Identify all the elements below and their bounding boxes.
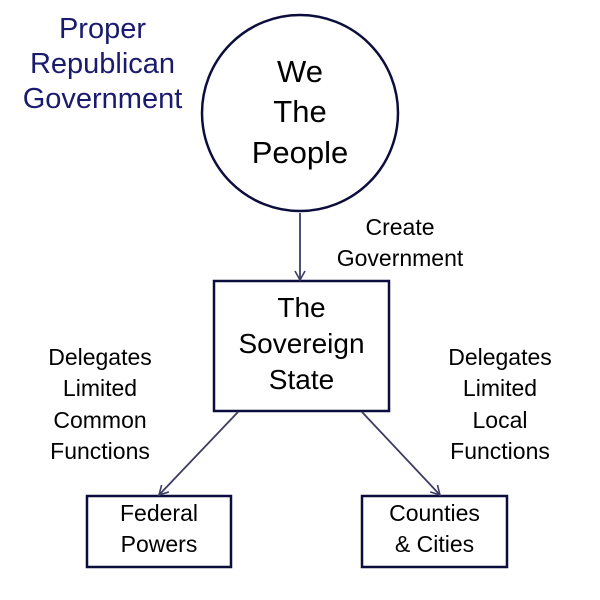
people-line: We: [277, 54, 323, 89]
label-line: Delegates: [48, 344, 152, 370]
label-line: Common: [53, 406, 147, 433]
counties-cities-text: Counties & Cities: [362, 498, 507, 560]
state-line: The: [277, 292, 326, 323]
arrow-state-to-counties: [361, 411, 442, 497]
sovereign-state-box: [212, 279, 391, 413]
title-line: Republican: [29, 47, 176, 80]
create-government-label: Create Government: [320, 212, 480, 275]
we-the-people-circle: [200, 13, 400, 213]
left-delegation-label: Delegates Limited Common Functions: [25, 342, 175, 467]
sovereign-state-text: The Sovereign State: [214, 290, 389, 397]
label-line: Functions: [450, 437, 550, 464]
label-line: Limited: [62, 375, 138, 402]
title-line: Government: [22, 82, 183, 115]
box-line: & Cities: [394, 531, 475, 558]
people-line: The: [273, 94, 327, 130]
arrow-state-to-federal: [157, 411, 239, 497]
diagram-title: Proper Republican Government: [0, 12, 205, 116]
label-line: Limited: [462, 375, 538, 402]
state-line: Sovereign: [238, 327, 365, 359]
label-line: Delegates: [448, 344, 552, 370]
box-line: Powers: [120, 531, 198, 558]
federal-powers-text: Federal Powers: [87, 498, 231, 560]
counties-cities-box: [360, 494, 509, 569]
label-line: Create: [365, 214, 435, 240]
people-line: People: [251, 134, 349, 170]
box-line: Federal: [120, 500, 198, 526]
label-line: Government: [336, 245, 464, 272]
we-the-people-text: We The People: [202, 52, 398, 173]
box-line: Counties: [389, 500, 480, 526]
title-line: Proper: [58, 13, 147, 45]
state-line: State: [268, 363, 335, 395]
label-line: Functions: [50, 437, 150, 464]
label-line: Local: [472, 406, 528, 433]
right-delegation-label: Delegates Limited Local Functions: [425, 342, 575, 467]
